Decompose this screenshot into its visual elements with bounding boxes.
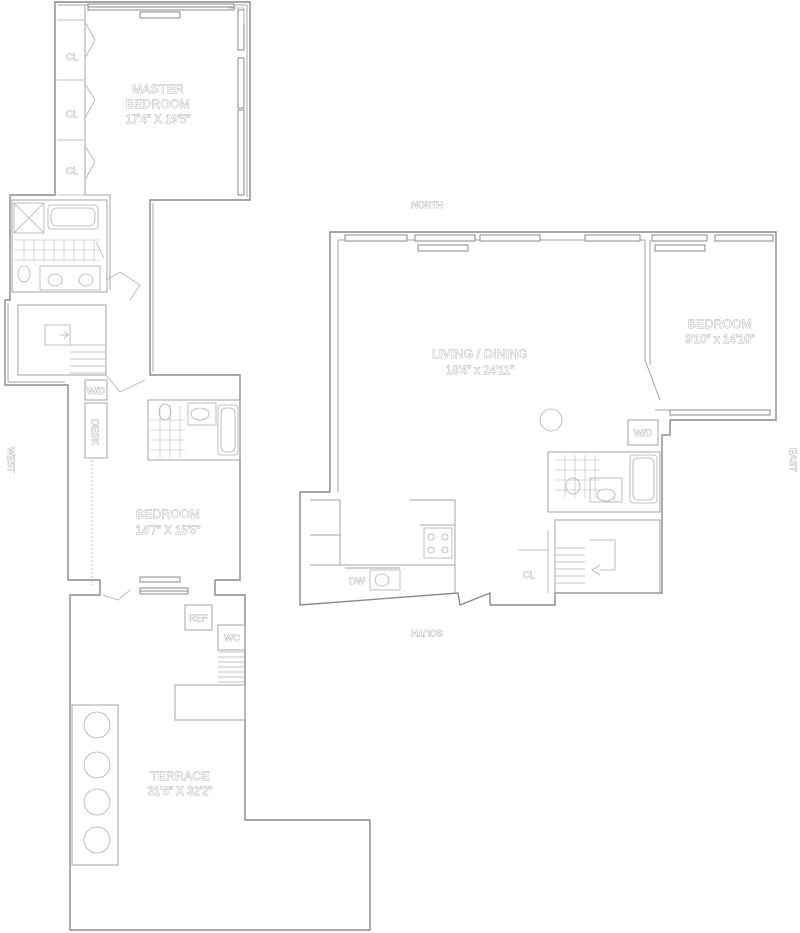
- master-bedroom-dims: 17'4" X 19'5": [126, 114, 191, 126]
- refrigerator-label: REF: [189, 613, 208, 624]
- master-bedroom-windows: [87, 3, 245, 196]
- compass-west: WEST: [6, 447, 16, 474]
- closet-3-label: CL: [66, 166, 78, 177]
- master-bedroom-name-1: MASTER: [132, 82, 184, 96]
- closet-2-label: CL: [66, 109, 78, 120]
- closet-1-label: CL: [66, 52, 78, 63]
- bedroom-west-dims: 14'7" X 15'5": [136, 525, 201, 537]
- living-dining-name: LIVING / DINING: [432, 347, 528, 361]
- bedroom-east-dims: 9'10" x 14'10": [685, 334, 754, 346]
- compass-north: NORTH: [411, 200, 443, 210]
- fixture-labels: CL CL CL CL W/D W/D DESK REF WC DW: [66, 52, 653, 645]
- east-wing-walls: [299, 231, 777, 606]
- east-stair: [518, 519, 661, 594]
- desk-label: DESK: [89, 419, 100, 446]
- compass-labels: NORTH SOUTH EAST WEST: [6, 200, 799, 639]
- washer-dryer-west-label: W/D: [87, 386, 106, 397]
- master-bedroom-name-2: BEDROOM: [126, 97, 190, 111]
- dishwasher-label: DW: [349, 576, 365, 587]
- bedroom-east-name: BEDROOM: [688, 317, 752, 331]
- living-dining-dims: 18'4" x 24'11": [446, 365, 515, 377]
- west-wd-desk: [84, 379, 108, 585]
- terrace-dims: 31'6" X 32'2": [148, 786, 213, 798]
- room-labels: MASTER BEDROOM 17'4" X 19'5" LIVING / DI…: [125, 82, 755, 799]
- east-bath: [539, 408, 661, 513]
- west-stair: [17, 271, 146, 393]
- bedroom-west-name: BEDROOM: [136, 507, 200, 521]
- closet-4-label: CL: [523, 570, 535, 581]
- washer-dryer-east-label: W/D: [634, 428, 653, 439]
- north-windows: [344, 234, 774, 416]
- compass-south: SOUTH: [411, 628, 443, 638]
- bedroom-west-window: [102, 576, 189, 601]
- master-bath: [11, 199, 108, 293]
- wc-label: WC: [224, 633, 240, 644]
- compass-east: EAST: [788, 448, 798, 472]
- terrace-name: TERRACE: [150, 769, 209, 783]
- west-bath: [147, 399, 241, 461]
- terrace-fixtures: [71, 604, 246, 866]
